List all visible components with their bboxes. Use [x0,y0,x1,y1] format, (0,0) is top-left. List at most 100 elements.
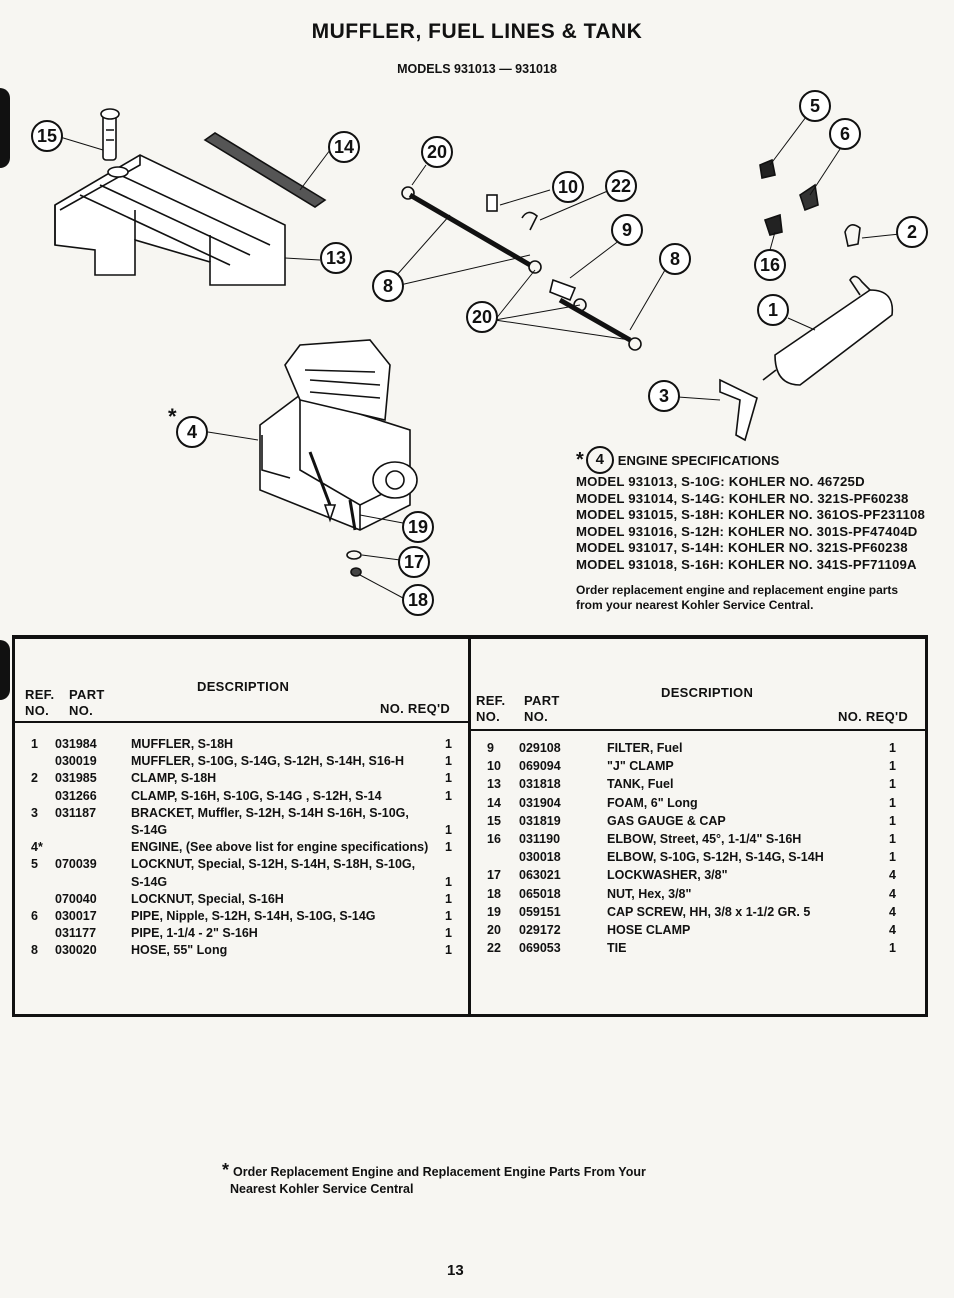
callout-22: 22 [611,176,631,196]
left-header-part: PART [69,687,105,702]
table-row: 4*ENGINE, (See above list for engine spe… [15,840,468,856]
callout-5: 5 [810,96,820,116]
part-description: ENGINE, (See above list for engine speci… [131,840,429,855]
part-qty: 1 [445,891,452,906]
part-ref: 1 [31,737,38,751]
part-description: BRACKET, Muffler, S-12H, S-14H S-16H, S-… [131,805,409,820]
part-ref: 14 [487,795,501,810]
spec-line: MODEL 931014, S-14G: KOHLER NO. 321S-PF6… [576,490,909,506]
part-qty: 1 [445,840,452,855]
exploded-parts-diagram: 15 14 13 20 10 22 9 8 8 20 5 6 2 16 1 3 … [31,90,928,616]
right-header-ref: REF. [476,693,506,708]
spec-line: MODEL 931018, S-16H: KOHLER NO. 341S-PF7… [576,556,917,572]
footnote-line-1: Order Replacement Engine and Replacement… [233,1165,646,1179]
part-description: FILTER, Fuel [607,741,683,755]
part-description: CLAMP, S-16H, S-10G, S-14G , S-12H, S-14 [131,788,382,803]
part-number: 031904 [519,795,561,810]
part-description: TANK, Fuel [607,777,674,792]
part-qty: 1 [889,795,896,810]
part-number: 069094 [519,759,561,774]
part-description: MUFFLER, S-10G, S-14G, S-12H, S-14H, S16… [131,754,404,769]
part-number: 065018 [519,886,561,901]
part-ref: 5 [31,857,38,872]
callout-17: 17 [404,552,424,572]
part-qty: 1 [889,759,896,774]
part-description: TIE [607,941,627,956]
part-ref: 9 [487,741,494,755]
part-description: CLAMP, S-18H [131,771,217,786]
spec-line: MODEL 931017, S-14H: KOHLER NO. 321S-PF6… [576,540,908,555]
part-number: 031984 [55,737,97,751]
spec-heading: * 4 ENGINE SPECIFICATIONS [576,446,936,474]
part-description: S-14G [131,823,168,837]
callout-13: 13 [326,248,346,268]
part-description: GAS GAUGE & CAP [607,813,726,828]
part-number: 063021 [519,868,561,883]
part-qty: 1 [889,941,896,956]
part-qty: 4 [889,886,896,901]
part-ref: 22 [487,941,501,956]
callout-8: 8 [670,249,680,269]
footnote-line-2: Nearest Kohler Service Central [230,1182,414,1196]
part-number: 031819 [519,813,561,828]
part-description: PIPE, Nipple, S-12H, S-14H, S-10G, S-14G [131,909,376,923]
part-number: 030018 [519,850,561,865]
part-number: 029172 [519,923,561,937]
part-number: 030017 [55,909,97,923]
part-number: 031187 [55,805,97,820]
part-number: 030019 [55,754,97,769]
part-description: MUFFLER, S-18H [131,737,234,751]
part-qty: 4 [889,868,896,883]
page-subtitle: MODELS 931013 — 931018 [397,62,557,76]
callout-19: 19 [408,517,428,537]
part-number: 031818 [519,777,561,792]
part-ref: 10 [487,759,501,774]
part-ref: 18 [487,886,501,901]
part-number: 031266 [55,788,97,803]
left-header-ref: REF. [25,687,55,702]
table-row: 031266 CLAMP, S-16H, S-10G, S-14G , S-12H… [15,789,468,805]
part-description: ELBOW, S-10G, S-12H, S-14G, S-14H [607,850,824,865]
part-description: PIPE, 1-1/4 - 2" S-16H [131,926,258,941]
spec-star: * [576,449,584,471]
spec-line: MODEL 931013, S-10G: KOHLER NO. 46725D [576,474,865,489]
part-ref: 15 [487,813,501,828]
page-title: MUFFLER, FUEL LINES & TANK [311,20,643,43]
callout-6: 6 [840,124,850,144]
callout-15: 15 [37,126,57,146]
callout-16: 16 [760,255,780,275]
binder-hole-mark [0,88,10,168]
part-description: LOCKWASHER, 3/8" [607,868,728,883]
part-number: 030020 [55,943,97,958]
part-qty: 1 [889,832,896,846]
spec-line: MODEL 931015, S-18H: KOHLER NO. 361OS-PF… [576,507,926,522]
part-number: 059151 [519,904,561,919]
part-qty: 1 [445,926,452,941]
left-header-no: NO. [69,703,94,718]
muffler-illustration [719,158,894,442]
part-number: 070039 [55,857,97,872]
binder-hole-mark [0,640,10,700]
callout-18: 18 [408,590,428,610]
footnote: *Order Replacement Engine and Replacemen… [222,1161,646,1198]
gas-gauge-illustration [100,108,120,161]
part-ref: 3 [31,805,38,820]
right-header-rule [471,729,925,731]
table-row: 3 031187 BRACKET, Muffler, S-12H, S-14H S-… [15,806,468,822]
spec-heading-text: ENGINE SPECIFICATIONS [617,452,780,468]
left-header-description: DESCRIPTION [197,679,290,694]
engine-star-mark: * [168,404,177,429]
callout-9: 9 [622,220,632,240]
